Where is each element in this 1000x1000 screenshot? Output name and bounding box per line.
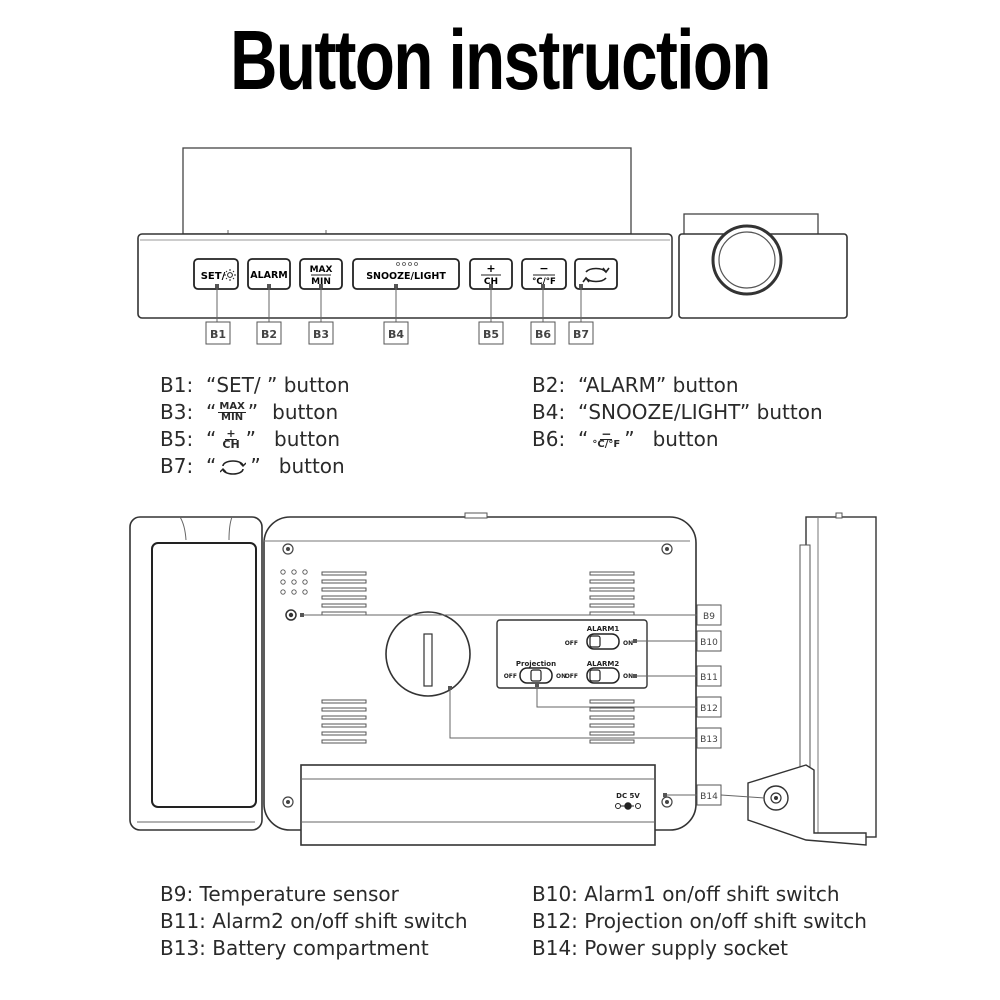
legend-b9: B9: Temperature sensor — [160, 882, 399, 906]
speaker-holes — [280, 569, 308, 595]
tag-b11: B11 — [700, 673, 718, 683]
set-button[interactable] — [193, 258, 239, 290]
legend-b4: B4: “SNOOZE/LIGHT” button — [532, 400, 823, 424]
projection-rotate-button[interactable] — [574, 258, 618, 290]
alarm2-label: ALARM2 — [587, 660, 620, 668]
back-legend-right: B10: Alarm1 on/off shift switch B12: Pro… — [532, 881, 867, 962]
snooze-light-button[interactable] — [352, 258, 460, 290]
page-title: Button instruction — [230, 13, 771, 107]
max-label: MAX — [310, 265, 333, 275]
legend-b1: B1: “SET/ ” button — [160, 373, 350, 397]
legend-b14: B14: Power supply socket — [532, 936, 788, 960]
alarm2-off-label: OFF — [565, 673, 578, 680]
projection-off-label: OFF — [504, 673, 517, 680]
tag-b9: B9 — [703, 612, 715, 622]
front-legend-right: B2: “ALARM” button B4: “SNOOZE/LIGHT” bu… — [532, 372, 823, 453]
side-view-stand — [747, 764, 867, 846]
tag-b6: B6 — [535, 328, 551, 341]
legend-b13: B13: Battery compartment — [160, 936, 429, 960]
tag-b12: B12 — [700, 704, 718, 714]
projector-window — [151, 542, 257, 808]
back-tags: B9 B10 B11 B12 B13 B14 — [696, 604, 722, 806]
back-legend-left: B9: Temperature sensor B11: Alarm2 on/of… — [160, 881, 468, 962]
front-tags: B1 B2 B3 B4 B5 B6 B7 — [205, 321, 594, 345]
side-view-body — [805, 516, 877, 838]
tag-b4: B4 — [388, 328, 404, 341]
projection-label: Projection — [516, 660, 556, 668]
rotate-icon — [582, 267, 610, 283]
minus-cf-button[interactable] — [521, 258, 567, 290]
dc-polarity-icon — [615, 802, 641, 810]
min-label: MIN — [311, 277, 331, 287]
alarm-button-label: ALARM — [250, 270, 288, 281]
plus-label: + — [486, 262, 495, 275]
minus-label: − — [539, 262, 548, 275]
legend-b12: B12: Projection on/off shift switch — [532, 909, 867, 933]
front-callouts — [215, 284, 583, 322]
legend-b6: B6: “ −°C/°F ” button — [532, 427, 719, 451]
back-view: ALARM1 OFF ON ALARM2 OFF ON Projection O… — [129, 512, 877, 846]
alarm2-on-label: ON — [623, 673, 633, 680]
tag-b2: B2 — [261, 328, 277, 341]
tag-b14: B14 — [700, 792, 718, 802]
snooze-dots — [396, 262, 418, 266]
tag-b3: B3 — [313, 328, 329, 341]
device-top-block — [182, 147, 632, 235]
tag-b7: B7 — [573, 328, 589, 341]
cf-label: °C/°F — [532, 277, 556, 287]
rotate-icon — [220, 459, 247, 475]
legend-b7: B7: “ ” button — [160, 454, 345, 478]
legend-b2: B2: “ALARM” button — [532, 373, 739, 397]
alarm1-on-label: ON — [623, 640, 633, 647]
front-view: SET/ ALARM MAX MIN SNOOZE/LIGHT + CH − °… — [137, 147, 848, 345]
alarm1-off-label: OFF — [565, 640, 578, 647]
snooze-light-label: SNOOZE/LIGHT — [366, 271, 446, 282]
back-callouts — [300, 613, 765, 799]
projection-on-label: ON — [556, 673, 566, 680]
device-stand — [300, 764, 656, 846]
sun-icon — [224, 269, 236, 281]
legend-b11: B11: Alarm2 on/off shift switch — [160, 909, 468, 933]
minus-cf-symbol: −°C/°F — [592, 427, 621, 450]
alarm1-label: ALARM1 — [587, 625, 620, 633]
dc-label: DC 5V — [616, 792, 640, 800]
plus-ch-symbol: +CH — [222, 427, 240, 451]
tag-b13: B13 — [700, 735, 718, 745]
tag-b5: B5 — [483, 328, 499, 341]
tag-b10: B10 — [700, 638, 718, 648]
legend-b10: B10: Alarm1 on/off shift switch — [532, 882, 840, 906]
tag-b1: B1 — [210, 328, 226, 341]
legend-b5: B5: “ +CH ” button — [160, 427, 340, 451]
set-button-label: SET/ — [201, 271, 226, 282]
ch-label: CH — [484, 277, 498, 287]
